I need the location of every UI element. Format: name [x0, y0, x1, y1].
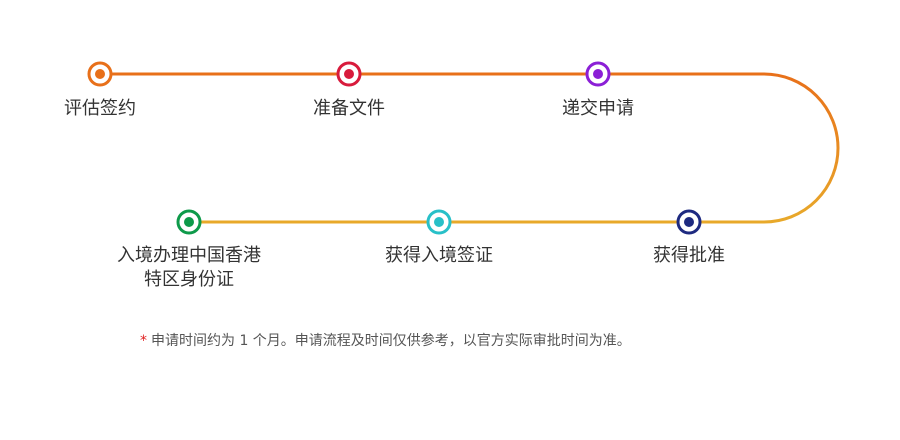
step-label-4: 获得批准	[629, 244, 749, 268]
step-label-3: 递交申请	[548, 97, 648, 121]
step-node-3	[585, 61, 611, 87]
step-label-5: 获得入境签证	[364, 244, 514, 268]
step-label-5-text: 获得入境签证	[385, 245, 493, 266]
step-label-6-line-1: 入境办理中国香港	[117, 245, 261, 266]
step-label-1-text: 评估签约	[64, 98, 136, 119]
step-label-1: 评估签约	[50, 97, 150, 121]
step-node-5	[426, 209, 452, 235]
step-node-1	[87, 61, 113, 87]
timeline-track-curve	[763, 72, 840, 224]
step-label-2-text: 准备文件	[313, 98, 385, 119]
step-label-6: 入境办理中国香港 特区身份证	[99, 244, 279, 292]
step-label-6-line-2: 特区身份证	[144, 269, 234, 290]
step-label-3-text: 递交申请	[562, 98, 634, 119]
step-label-4-text: 获得批准	[653, 245, 725, 266]
step-node-4	[676, 209, 702, 235]
step-node-6	[176, 209, 202, 235]
timeline-footnote: *申请时间约为 1 个月。申请流程及时间仅供参考，以官方实际审批时间为准。	[140, 331, 631, 351]
footnote-text: 申请时间约为 1 个月。申请流程及时间仅供参考，以官方实际审批时间为准。	[151, 333, 631, 349]
step-label-2: 准备文件	[299, 97, 399, 121]
step-node-2	[336, 61, 362, 87]
footnote-asterisk: *	[140, 333, 147, 349]
